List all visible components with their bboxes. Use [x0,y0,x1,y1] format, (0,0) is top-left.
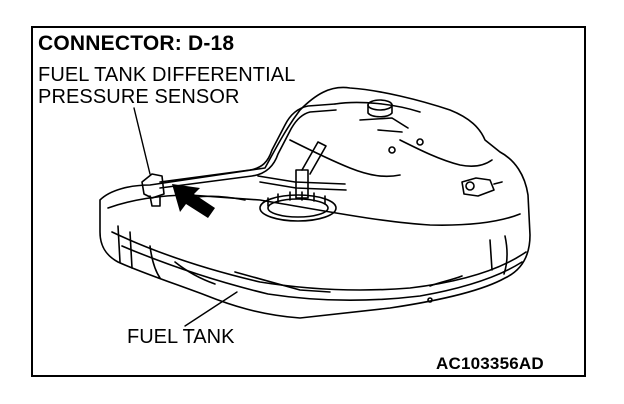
tank-lower-seam [111,231,527,291]
sensor-pointer-arrow [172,184,215,218]
vent-valve [461,177,495,197]
sensor-label-line2: PRESSURE SENSOR [38,86,240,108]
tank-label: FUEL TANK [127,326,235,348]
connector-title: CONNECTOR: D-18 [38,32,235,55]
tank-outer-body [99,86,531,319]
vent-tube [159,103,336,183]
figure-frame [31,26,586,377]
sensor-leader-line [133,107,151,175]
pressure-sensor [141,173,165,199]
sensor-label-line1: FUEL TANK DIFFERENTIAL [38,64,296,86]
tank-leader-line [184,291,238,327]
fuel-pump-flange [259,194,337,222]
figure-code: AC103356AD [436,354,544,373]
